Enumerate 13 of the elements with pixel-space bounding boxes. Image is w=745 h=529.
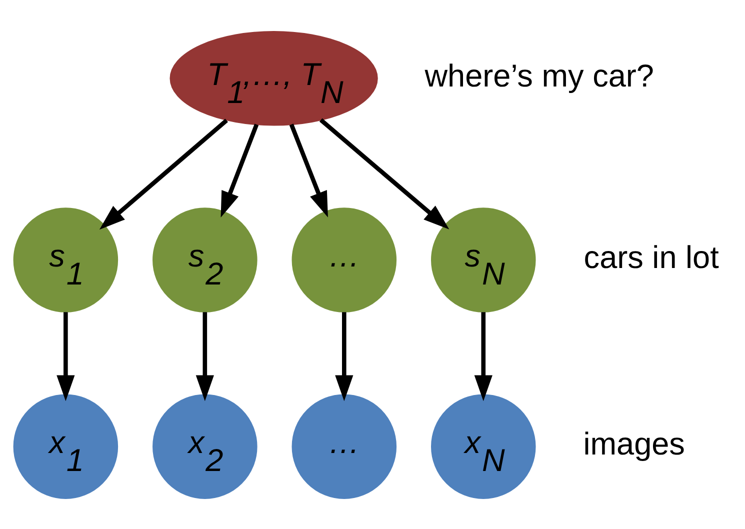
arrow <box>474 312 492 401</box>
label: where’s my car? <box>424 56 654 93</box>
label: cars in lot <box>584 238 719 275</box>
node-circle: … <box>292 207 397 312</box>
arrow <box>220 123 259 217</box>
node-circle: … <box>292 394 397 498</box>
arrow <box>289 123 328 217</box>
label: images <box>583 425 685 462</box>
arrow <box>56 312 75 401</box>
arrow <box>99 118 228 230</box>
arrow <box>335 312 354 401</box>
arrow <box>196 312 214 401</box>
arrow <box>319 118 450 229</box>
